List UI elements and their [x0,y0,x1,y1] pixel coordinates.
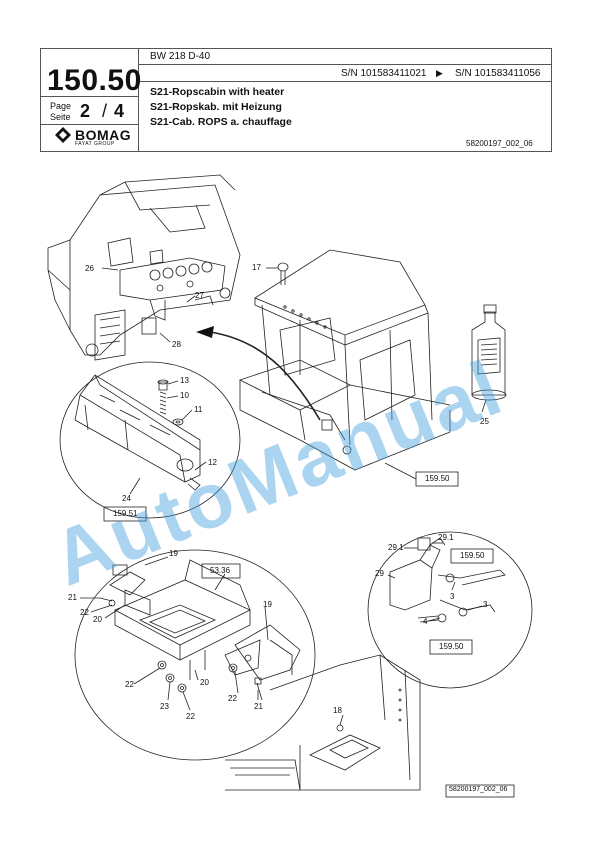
callout-23: 23 [160,702,169,711]
callout-18: 18 [333,706,342,715]
header-block [40,48,552,152]
callout-12: 12 [208,458,217,467]
refbox-159-50-b [450,548,494,564]
page-code: 150.50 [47,64,142,97]
callout-24: 24 [122,494,131,503]
callout-20-b: 20 [200,678,209,687]
callout-21-b: 21 [254,702,263,711]
header-divider-vertical [138,48,139,152]
refbox-159-51 [103,506,147,522]
refbox-label-159-51: 159.51 [113,509,138,518]
header-divider-model [138,64,552,65]
callout-29: 29 [375,569,384,578]
callout-25: 25 [480,417,489,426]
callout-19-a: 19 [169,549,178,558]
drawing-ref-box [445,784,515,798]
page-label-en: Page [50,101,72,111]
callout-3-b: 3 [483,600,488,609]
callout-13: 13 [180,376,189,385]
refbox-label-159-50-c: 159.50 [439,642,464,651]
rops-cab [238,249,451,471]
callout-3-a: 3 [450,592,455,601]
refbox-53-36 [201,563,241,579]
sn-to: S/N 101583411056 [455,68,541,79]
brand-name: BOMAG [75,127,132,143]
callout-29-1-b: 29.1 [438,533,454,542]
dashboard-assembly [47,174,241,361]
callout-22-a: 22 [80,608,89,617]
doc-reference: 58200197_002_06 [466,139,533,148]
page-total: 4 [114,101,125,121]
refbox-label-53-36: 53.36 [210,566,231,575]
callout-22-b: 22 [125,680,134,689]
header-divider-left-2 [40,124,138,125]
refbox-159-50-c [429,639,473,655]
bomag-logo [55,127,127,154]
valve-detail [389,537,506,623]
callout-22-d: 22 [228,694,237,703]
coolant-bottle [471,304,507,401]
callout-17: 17 [252,263,261,272]
title-fr: S21-Cab. ROPS a. chauffage [150,116,292,128]
callout-4: 4 [423,617,428,626]
callout-22-c: 22 [186,712,195,721]
sn-arrow: ▶ [436,68,443,78]
callout-19-b: 19 [263,600,272,609]
drawing-ref-label: 58200197_002_06 [449,786,508,793]
callout-27: 27 [195,291,204,300]
model-name: BW 218 D-40 [150,51,211,62]
chassis-frame [225,654,421,791]
page-separator: / [102,101,108,121]
refbox-label-159-50-a: 159.50 [425,474,450,483]
heater-unit [74,374,201,491]
callout-10: 10 [180,391,189,400]
title-en: S21-Ropscabin with heater [150,86,285,98]
title-de: S21-Ropskab. mit Heizung [150,101,282,113]
callout-29-1-a: 29.1 [388,543,404,552]
callout-21-a: 21 [68,593,77,602]
header-divider-left-1 [40,96,138,97]
callout-28: 28 [172,340,181,349]
bomag-diamond-icon [55,127,71,143]
callout-11: 11 [194,405,203,414]
page-label-de: Seite [50,112,71,122]
refbox-label-159-50-b: 159.50 [460,551,485,560]
bracket-assembly [99,559,301,701]
callout-20-a: 20 [93,615,102,624]
callout-26: 26 [85,264,94,273]
brand-sub: FAYAT GROUP [75,141,115,147]
sn-from: S/N 101583411021 [341,68,427,79]
page-current: 2 [80,101,91,121]
header-divider-sn [138,81,552,82]
